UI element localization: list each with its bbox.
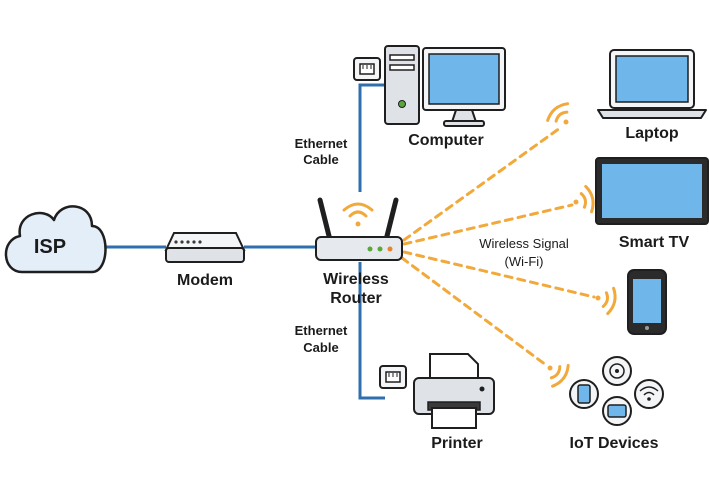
printer-icon	[413, 353, 495, 429]
cable-router-computer	[358, 83, 385, 192]
wifi-link-iot	[400, 256, 548, 367]
wifi-link-tv	[402, 203, 574, 246]
router-wifi-signal-icon	[342, 202, 374, 227]
wifi-signal-icon	[595, 286, 617, 316]
router-label-line2: Router	[330, 290, 382, 307]
wifi-signal-icon	[547, 363, 570, 388]
router-label-line1: Wireless	[323, 271, 389, 288]
cable-router-printer	[358, 262, 385, 400]
cloud-icon	[4, 205, 107, 274]
wireless-signal-label-line1: Wireless Signal	[479, 236, 569, 251]
modem-icon	[164, 232, 246, 263]
laptop-icon	[597, 49, 707, 119]
tv-icon	[595, 157, 709, 225]
iot-devices-icon	[569, 356, 664, 426]
wifi-link-laptop	[402, 126, 562, 242]
smartphone-icon	[627, 269, 667, 335]
router-icon	[315, 197, 403, 261]
ethernet-bottom-label-line1: Ethernet	[295, 323, 348, 338]
wireless-signal-label-line2: (Wi-Fi)	[505, 254, 544, 269]
computer-label: Computer	[408, 132, 484, 149]
wifi-signal-icon	[546, 102, 570, 125]
ethernet-top-label-line1: Ethernet	[295, 136, 348, 151]
cables	[100, 83, 385, 400]
isp-label: ISP	[34, 236, 66, 258]
iot-devices-label: IoT Devices	[570, 435, 659, 452]
wifi-links	[400, 126, 596, 367]
wifi-link-phone	[402, 250, 596, 299]
ethernet-top-label-line2: Cable	[303, 152, 338, 167]
ethernet-bottom-label-line2: Cable	[303, 340, 338, 355]
modem-label: Modem	[177, 272, 233, 289]
wifi-signal-icon	[573, 184, 595, 214]
printer-label: Printer	[431, 435, 483, 452]
ethernet-port-icon	[353, 57, 381, 81]
smart-tv-label: Smart TV	[619, 234, 690, 251]
laptop-label: Laptop	[625, 125, 679, 142]
ethernet-port-icon	[379, 365, 407, 389]
desktop-computer-icon	[384, 45, 506, 127]
